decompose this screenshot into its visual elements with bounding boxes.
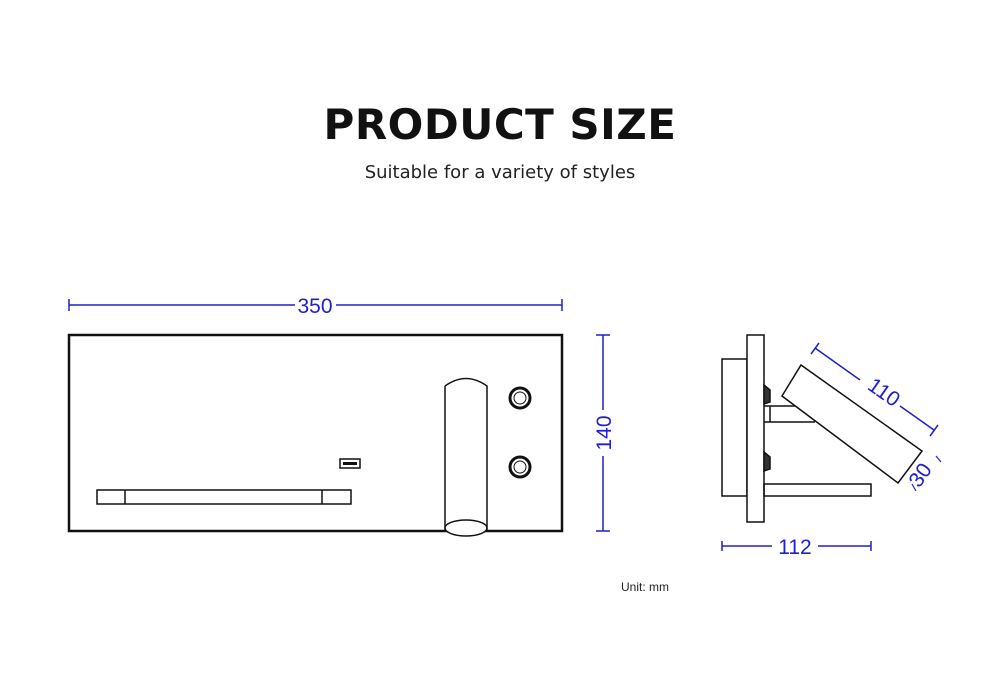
- width-dimension-line: [68, 299, 563, 311]
- side-switch-bottom: [763, 450, 771, 473]
- height-label: 140: [593, 415, 616, 450]
- side-view: 110 30 112: [721, 334, 942, 559]
- lamp-arm: [764, 405, 815, 423]
- page-subtitle: Suitable for a variety of styles: [364, 162, 636, 183]
- depth-dimension-line: [721, 541, 872, 551]
- height-dimension-line: [596, 334, 610, 532]
- head-length-label: 110: [863, 374, 904, 412]
- shelf: [96, 489, 352, 505]
- page-title: PRODUCT SIZE: [323, 100, 677, 149]
- head-thickness-ticks: [911, 455, 942, 492]
- lamp-head: [781, 363, 924, 485]
- switch-bottom-icon: [508, 455, 532, 479]
- unit-label: Unit: mm: [621, 580, 669, 594]
- switch-top-icon: [508, 386, 532, 410]
- front-panel-outline: [67, 333, 564, 533]
- usb-port-icon: [339, 458, 361, 469]
- face-plate: [746, 334, 765, 523]
- depth-label: 112: [778, 536, 811, 559]
- side-switch-top: [763, 383, 771, 406]
- front-view: 350: [67, 295, 616, 537]
- side-shelf: [763, 483, 872, 497]
- wall-box: [721, 358, 748, 497]
- width-label: 350: [297, 295, 332, 318]
- reading-lamp: [444, 377, 488, 537]
- head-length-dimension-line: [810, 342, 939, 437]
